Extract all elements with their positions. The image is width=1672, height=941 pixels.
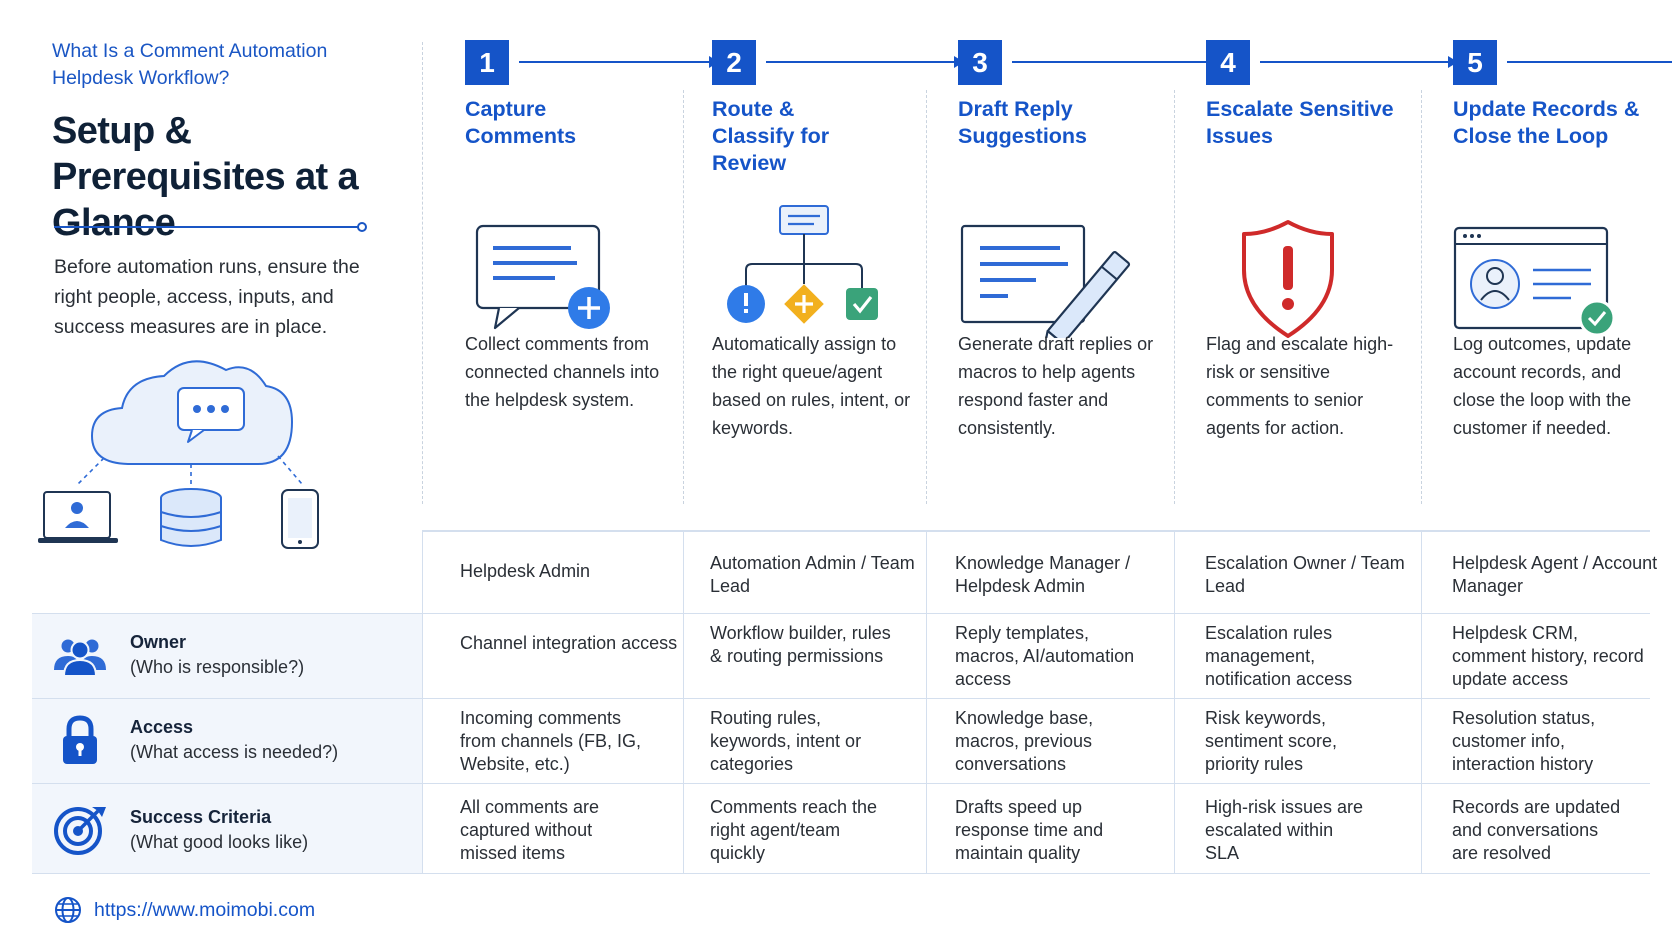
laptop-icon [38, 491, 118, 543]
table-cell: Escalation Owner / Team Lead [1205, 553, 1405, 596]
row-label-background [32, 784, 422, 873]
table-cell: Routing rules, keywords, intent or categ… [710, 708, 862, 774]
table-cell: Workflow builder, rules & routing permis… [710, 623, 891, 666]
step-description: Generate draft replies or macros to help… [958, 334, 1154, 438]
page-title: Setup & Prerequisites at a Glance [52, 110, 359, 244]
step-number-badge: 3 [958, 40, 1002, 85]
row-label-subtitle: (Who is responsible?) [130, 657, 305, 677]
step-description: Collect comments from connected channels… [465, 334, 660, 410]
step-number-badge: 1 [465, 40, 509, 85]
row-label: Success Criteria (What good looks like) [130, 805, 308, 855]
row-label-subtitle: (What good looks like) [130, 832, 309, 852]
row-label-title: Owner [130, 632, 187, 652]
table-cell: Escalation rules management, notificatio… [1205, 623, 1353, 689]
step-arrow [1012, 56, 1218, 68]
table-cell: Automation Admin / Team Lead [710, 553, 915, 596]
shield-alert-icon [1242, 220, 1334, 338]
step-arrow [1507, 61, 1672, 63]
divider-dot [357, 222, 367, 232]
table-column-divider [1421, 532, 1422, 874]
step-arrow [1260, 56, 1458, 68]
table-cell: Incoming comments from channels (FB, IG,… [460, 708, 642, 774]
column-divider [1421, 90, 1422, 504]
table-cell: All comments are captured without missed… [460, 797, 600, 863]
record-check-icon [1453, 226, 1616, 337]
column-divider [1174, 90, 1175, 504]
step-description: Log outcomes, update account records, an… [1453, 334, 1632, 438]
document-pencil-icon [960, 224, 1131, 338]
intro-text: Before automation runs, ensure the right… [54, 256, 360, 338]
table-column-divider [1174, 532, 1175, 874]
table-column-divider [683, 532, 684, 874]
table-column-divider [422, 532, 423, 874]
phone-icon [281, 489, 319, 549]
table-cell: Risk keywords, sentiment score, priority… [1205, 708, 1338, 774]
table-cell: High-risk issues are escalated within SL… [1205, 797, 1364, 863]
table-cell: Knowledge Manager / Helpdesk Admin [955, 553, 1131, 596]
row-label: Owner (Who is responsible?) [130, 630, 304, 680]
table-cell: Channel integration access [460, 633, 678, 653]
step-title: Route & Classify for Review [712, 97, 830, 175]
title-divider [54, 226, 364, 228]
database-icon [160, 488, 222, 547]
table-cell: Helpdesk Agent / Account Manager [1452, 553, 1658, 596]
table-row-owner-names: Helpdesk Admin Automation Admin / Team L… [32, 532, 1657, 614]
step-arrow [519, 56, 719, 68]
step-number-badge: 2 [712, 40, 756, 85]
table-top-border [422, 530, 1650, 532]
table-cell: Helpdesk Admin [460, 561, 591, 581]
website-link[interactable]: https://www.moimobi.com [94, 898, 316, 921]
column-divider [926, 90, 927, 504]
table-cell: Records are updated and conversations ar… [1452, 797, 1621, 863]
row-label: Access (What access is needed?) [130, 715, 338, 765]
chat-plus-icon [475, 224, 610, 330]
table-cell: Drafts speed up response time and mainta… [955, 797, 1104, 863]
table-row-owner: Owner (Who is responsible?) Channel inte… [32, 614, 1650, 699]
globe-icon [55, 897, 81, 923]
step-title: Escalate Sensitive Issues [1206, 97, 1394, 148]
routing-tree-icon [727, 205, 878, 324]
row-label-title: Access [130, 717, 194, 737]
page-kicker: What Is a Comment Automation Helpdesk Wo… [52, 40, 328, 89]
table-cell: Comments reach the right agent/team quic… [710, 797, 878, 863]
table-cell: Resolution status, customer info, intera… [1452, 708, 1596, 774]
target-icon [54, 807, 106, 855]
step-number-badge: 4 [1206, 40, 1250, 85]
column-divider [683, 90, 684, 504]
table-cell: Reply templates, macros, AI/automation a… [955, 623, 1135, 689]
row-label-background [32, 614, 422, 698]
step-description: Flag and escalate high-risk or sensitive… [1206, 334, 1394, 438]
step-number-badge: 5 [1453, 40, 1497, 85]
cloud-devices-illustration [38, 360, 319, 549]
table-column-divider [926, 532, 927, 874]
table-cell: Helpdesk CRM, comment history, record up… [1452, 623, 1644, 689]
step-title: Update Records & Close the Loop [1453, 97, 1640, 148]
footer: https://www.moimobi.com [54, 896, 315, 924]
step-title: Capture Comments [465, 97, 577, 148]
step-arrow [766, 56, 964, 68]
people-icon [54, 639, 106, 677]
row-label-title: Success Criteria [130, 807, 272, 827]
step-description: Automatically assign to the right queue/… [712, 334, 911, 438]
table-cell: Knowledge base, macros, previous convers… [955, 708, 1094, 774]
column-divider [422, 42, 423, 504]
table-row-access: Access (What access is needed?) Incoming… [32, 699, 1650, 784]
table-row-success-criteria: Success Criteria (What good looks like) … [32, 784, 1650, 874]
lock-icon [63, 715, 97, 764]
step-title: Draft Reply Suggestions [958, 97, 1088, 148]
cloud-icon [90, 360, 294, 465]
row-label-subtitle: (What access is needed?) [130, 742, 339, 762]
